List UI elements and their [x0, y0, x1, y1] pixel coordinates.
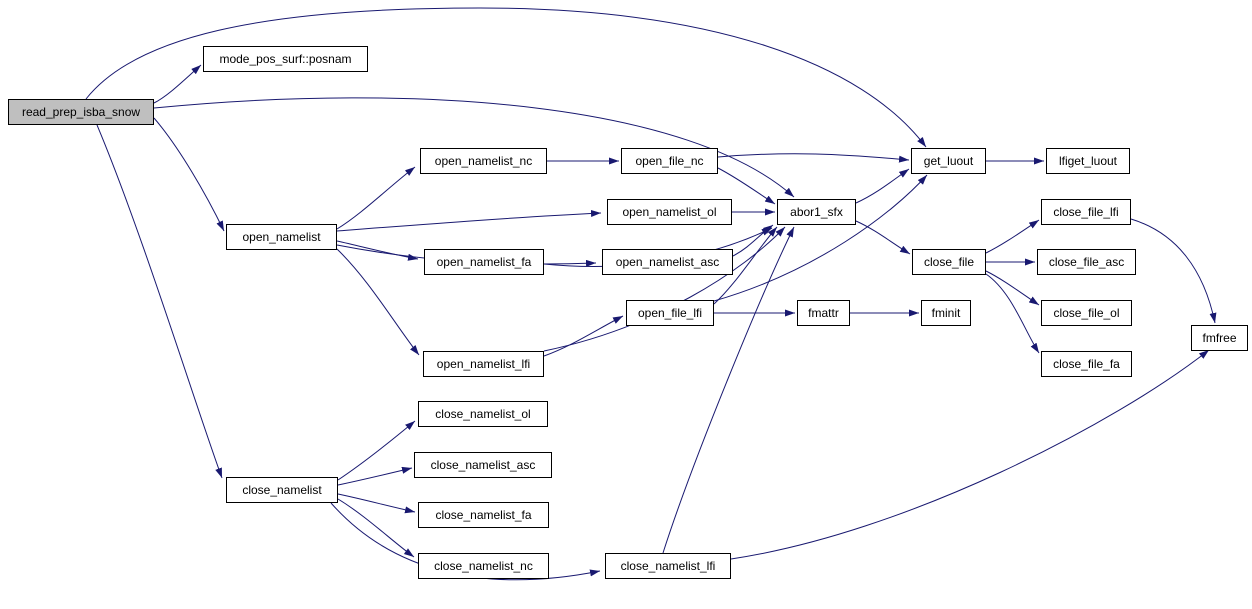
- edge-close_file-to-close_file_ol: [985, 270, 1040, 306]
- edge-abor1_sfx-to-get_luout: [855, 168, 910, 204]
- edge-close_file_lfi-to-fmfree: [1130, 218, 1217, 324]
- node-read_prep_isba_snow: read_prep_isba_snow: [8, 99, 154, 125]
- node-close_namelist_nc[interactable]: close_namelist_nc: [418, 553, 549, 579]
- edge-open_file_lfi-to-get_luout: [713, 174, 928, 302]
- edge-open_namelist-to-open_namelist_lfi: [336, 248, 420, 356]
- edge-read_prep_isba_snow-to-open_namelist: [153, 117, 225, 232]
- edge-open_namelist-to-open_namelist_ol: [336, 209, 602, 232]
- edge-read_prep_isba_snow-to-abor1_sfx: [153, 97, 795, 198]
- edge-close_namelist-to-close_namelist_nc: [337, 498, 415, 558]
- node-close_namelist[interactable]: close_namelist: [226, 477, 338, 503]
- node-open_file_lfi[interactable]: open_file_lfi: [626, 300, 714, 326]
- node-lfiget_luout[interactable]: lfiget_luout: [1046, 148, 1130, 174]
- edge-open_namelist_lfi-to-abor1_sfx: [543, 226, 786, 352]
- edge-open_file_nc-to-get_luout: [717, 153, 910, 163]
- node-fmfree[interactable]: fmfree: [1191, 325, 1248, 351]
- node-close_file_lfi[interactable]: close_file_lfi: [1041, 199, 1131, 225]
- node-close_namelist_ol[interactable]: close_namelist_ol: [418, 401, 548, 427]
- edge-open_namelist_asc-to-abor1_sfx: [732, 224, 774, 257]
- node-fmattr[interactable]: fmattr: [797, 300, 850, 326]
- node-close_file_ol[interactable]: close_file_ol: [1041, 300, 1132, 326]
- node-close_namelist_lfi[interactable]: close_namelist_lfi: [605, 553, 731, 579]
- node-open_namelist_ol[interactable]: open_namelist_ol: [607, 199, 732, 225]
- edge-read_prep_isba_snow-to-close_namelist: [96, 124, 223, 479]
- node-close_file_fa[interactable]: close_file_fa: [1041, 351, 1132, 377]
- edge-close_namelist-to-close_namelist_asc: [337, 466, 413, 486]
- node-fminit[interactable]: fminit: [921, 300, 971, 326]
- edge-open_file_nc-to-abor1_sfx: [717, 167, 776, 205]
- edge-open_file_lfi-to-abor1_sfx: [713, 226, 778, 305]
- node-open_namelist[interactable]: open_namelist: [226, 224, 337, 250]
- node-close_file_asc[interactable]: close_file_asc: [1037, 249, 1136, 275]
- edge-close_namelist-to-close_namelist_fa: [337, 493, 416, 514]
- edge-read_prep_isba_snow-to-get_luout: [85, 7, 927, 148]
- node-open_namelist_nc[interactable]: open_namelist_nc: [420, 148, 547, 174]
- edge-close_file-to-close_file_lfi: [985, 219, 1040, 254]
- node-open_namelist_lfi[interactable]: open_namelist_lfi: [423, 351, 544, 377]
- edge-open_namelist-to-open_namelist_fa: [336, 240, 419, 261]
- node-open_file_nc[interactable]: open_file_nc: [621, 148, 718, 174]
- node-get_luout[interactable]: get_luout: [911, 148, 986, 174]
- node-mode_pos_surf_posnam[interactable]: mode_pos_surf::posnam: [203, 46, 368, 72]
- edge-close_namelist-to-close_namelist_ol: [337, 420, 416, 481]
- node-open_namelist_fa[interactable]: open_namelist_fa: [424, 249, 544, 275]
- edge-close_namelist_lfi-to-abor1_sfx: [662, 226, 795, 554]
- node-close_namelist_fa[interactable]: close_namelist_fa: [418, 502, 549, 528]
- node-close_namelist_asc[interactable]: close_namelist_asc: [414, 452, 552, 478]
- edge-abor1_sfx-to-close_file: [855, 220, 911, 255]
- node-open_namelist_asc[interactable]: open_namelist_asc: [602, 249, 733, 275]
- edge-close_file-to-close_file_fa: [985, 273, 1040, 354]
- edge-read_prep_isba_snow-to-mode_pos_surf_posnam: [153, 64, 202, 104]
- node-close_file[interactable]: close_file: [912, 249, 986, 275]
- edge-open_namelist-to-open_namelist_nc: [336, 166, 416, 230]
- node-abor1_sfx[interactable]: abor1_sfx: [777, 199, 856, 225]
- edge-close_namelist_lfi-to-fmfree: [730, 349, 1210, 560]
- edge-open_namelist_lfi-to-open_file_lfi: [543, 315, 624, 357]
